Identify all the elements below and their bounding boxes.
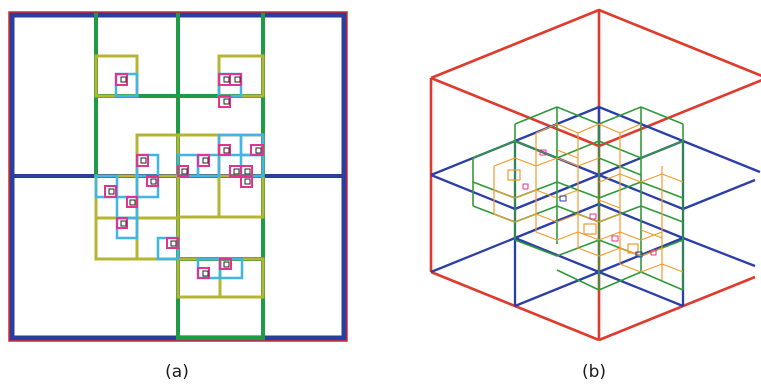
quadtree-level6-cells: [108, 76, 262, 277]
octree-fine-cubes: [493, 123, 684, 280]
octree-finest-detail: [522, 149, 657, 258]
panel-b-octree: [429, 8, 761, 342]
panel-a-quadtree: [8, 11, 348, 342]
panel-b-caption: (b): [582, 362, 606, 382]
quadtree-level5-cells: [104, 73, 264, 279]
octree-mid-level-cubes: [430, 105, 761, 308]
quadtree-outer-red-outline: [8, 11, 348, 342]
panel-a-caption: (a): [165, 362, 189, 382]
